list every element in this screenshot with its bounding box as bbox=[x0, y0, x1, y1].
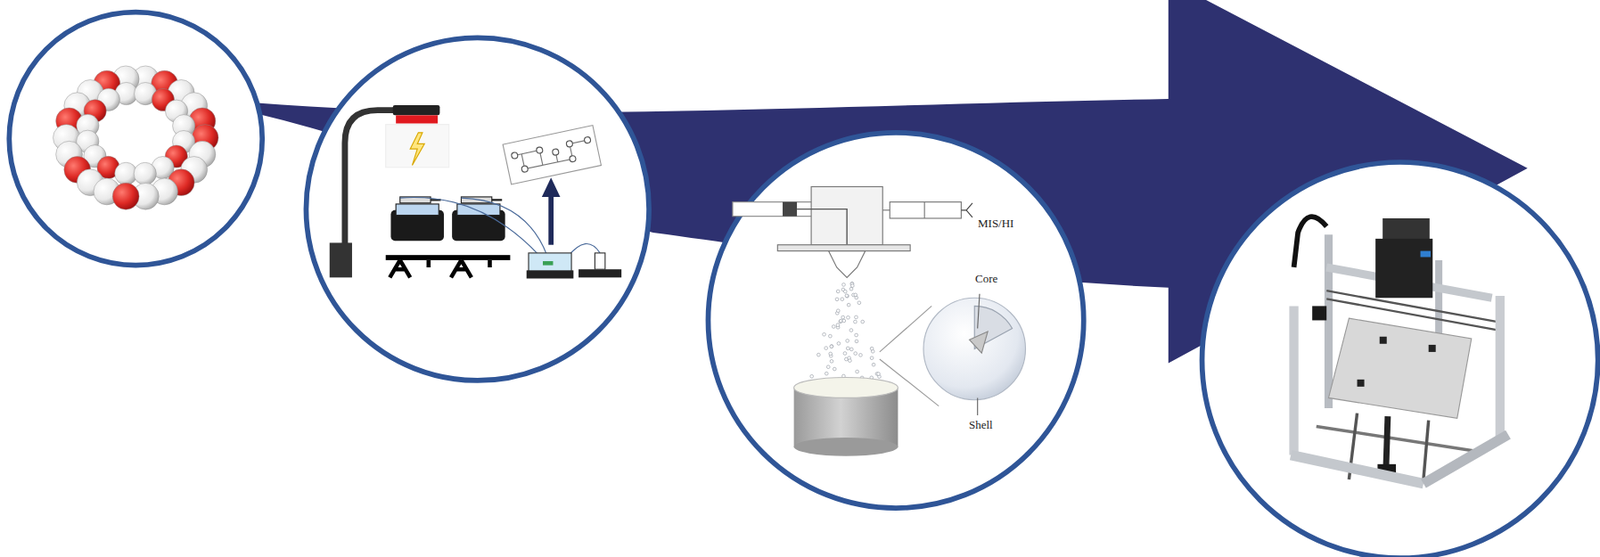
spray-droplet bbox=[842, 319, 846, 323]
spray-droplet bbox=[869, 356, 874, 361]
spray-droplet bbox=[845, 294, 849, 298]
spray-droplet bbox=[836, 289, 840, 294]
spray-droplet bbox=[855, 369, 860, 374]
spray-droplet bbox=[841, 315, 846, 320]
spray-droplet bbox=[849, 328, 854, 333]
spray-droplet bbox=[836, 342, 841, 346]
spray-droplet bbox=[854, 339, 859, 344]
spray-droplet bbox=[842, 283, 846, 288]
spray-droplet bbox=[871, 362, 876, 367]
spray-droplet bbox=[853, 352, 858, 356]
spray-droplet bbox=[826, 365, 830, 370]
callout-label: MIS/HI bbox=[976, 217, 1015, 230]
atom-sphere bbox=[112, 182, 140, 210]
stage-circle bbox=[707, 132, 1084, 509]
spray-droplet bbox=[822, 332, 827, 337]
spray-droplet bbox=[845, 339, 850, 344]
spray-droplet bbox=[853, 293, 858, 297]
spray-droplet bbox=[840, 297, 845, 302]
spray-droplet bbox=[817, 352, 821, 357]
3d-printer bbox=[1290, 216, 1509, 485]
stage-circle bbox=[305, 37, 649, 381]
spray-droplet bbox=[854, 315, 859, 320]
spray-droplet bbox=[832, 367, 837, 371]
spray-droplet bbox=[857, 301, 862, 305]
spray-droplet bbox=[829, 360, 834, 364]
stage-circle bbox=[1202, 162, 1599, 557]
spray-dryer bbox=[732, 186, 1026, 456]
spray-droplet bbox=[835, 297, 839, 302]
spray-droplet bbox=[824, 346, 829, 351]
spray-droplet bbox=[831, 325, 836, 329]
spray-droplet bbox=[829, 344, 834, 349]
spray-droplet bbox=[810, 374, 814, 378]
spray-droplet bbox=[824, 371, 829, 376]
spray-droplet bbox=[829, 344, 834, 349]
spray-droplet bbox=[828, 352, 833, 356]
spray-droplet bbox=[843, 352, 847, 356]
spray-droplet bbox=[845, 357, 849, 362]
spray-droplet bbox=[853, 320, 858, 324]
spray-droplet bbox=[846, 315, 851, 320]
callout-label: Shell bbox=[968, 418, 994, 432]
spray-droplet bbox=[851, 284, 855, 288]
stage-circle bbox=[8, 12, 263, 266]
spray-droplet bbox=[850, 347, 854, 352]
spray-droplet bbox=[845, 294, 850, 298]
spray-droplet bbox=[869, 346, 874, 351]
spray-droplet bbox=[854, 333, 859, 337]
cyclodextrin-molecule bbox=[53, 65, 219, 210]
spray-droplet bbox=[838, 320, 843, 324]
spray-droplet bbox=[877, 372, 881, 377]
spray-droplet bbox=[861, 320, 865, 324]
spray-droplet bbox=[845, 346, 850, 351]
spray-droplet bbox=[828, 334, 833, 338]
spray-droplet bbox=[859, 353, 863, 358]
spray-droplet bbox=[836, 309, 840, 313]
spray-droplet bbox=[848, 359, 853, 363]
microfluidic-setup bbox=[329, 105, 622, 279]
spray-droplet bbox=[843, 289, 847, 294]
spray-droplet bbox=[849, 287, 854, 291]
spray-droplet bbox=[836, 323, 840, 328]
callout-label: Core bbox=[974, 272, 999, 286]
spray-droplet bbox=[846, 303, 851, 307]
spray-droplet bbox=[838, 319, 843, 323]
atom-sphere bbox=[133, 162, 156, 185]
